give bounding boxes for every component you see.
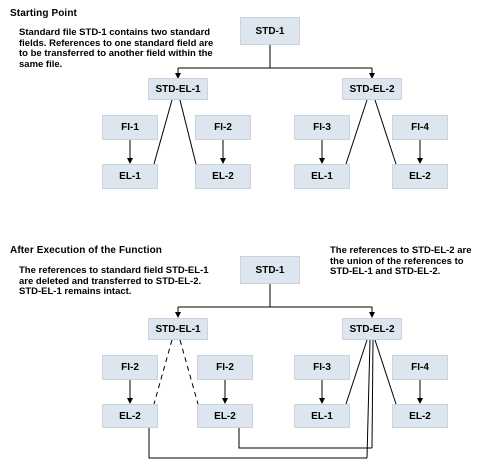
std-el-2-box: STD-EL-2 — [342, 78, 402, 100]
std-el-1-box: STD-EL-1 — [148, 78, 208, 100]
el-2-box: EL-2 — [392, 404, 448, 428]
fi-2-box: FI-2 — [197, 355, 253, 380]
std-el-1-box: STD-EL-1 — [148, 318, 208, 340]
fi-1-box: FI-1 — [102, 115, 158, 140]
el-2-box: EL-2 — [392, 164, 448, 189]
el-2-box: EL-2 — [195, 164, 251, 189]
el-1-box: EL-1 — [294, 404, 350, 428]
el-1-box: EL-1 — [294, 164, 350, 189]
after-execution-note-right: The references to STD-EL-2 are the union… — [330, 245, 472, 277]
fi-2-box: FI-2 — [195, 115, 251, 140]
fi-3-box: FI-3 — [294, 355, 350, 380]
fi-4-box: FI-4 — [392, 115, 448, 140]
std-1-box: STD-1 — [240, 17, 300, 45]
std-el-2-box: STD-EL-2 — [342, 318, 402, 340]
fi-4-box: FI-4 — [392, 355, 448, 380]
starting-point-note: Standard file STD-1 contains two standar… — [19, 27, 214, 70]
fi-3-box: FI-3 — [294, 115, 350, 140]
el-1-box: EL-1 — [102, 164, 158, 189]
fi-2-box: FI-2 — [102, 355, 158, 380]
after-execution-note-left: The references to standard field STD-EL-… — [19, 265, 209, 297]
after-execution-heading: After Execution of the Function — [10, 245, 162, 256]
el-2-box: EL-2 — [197, 404, 253, 428]
starting-point-heading: Starting Point — [10, 8, 77, 19]
std-1-box: STD-1 — [240, 256, 300, 284]
el-2-box: EL-2 — [102, 404, 158, 428]
